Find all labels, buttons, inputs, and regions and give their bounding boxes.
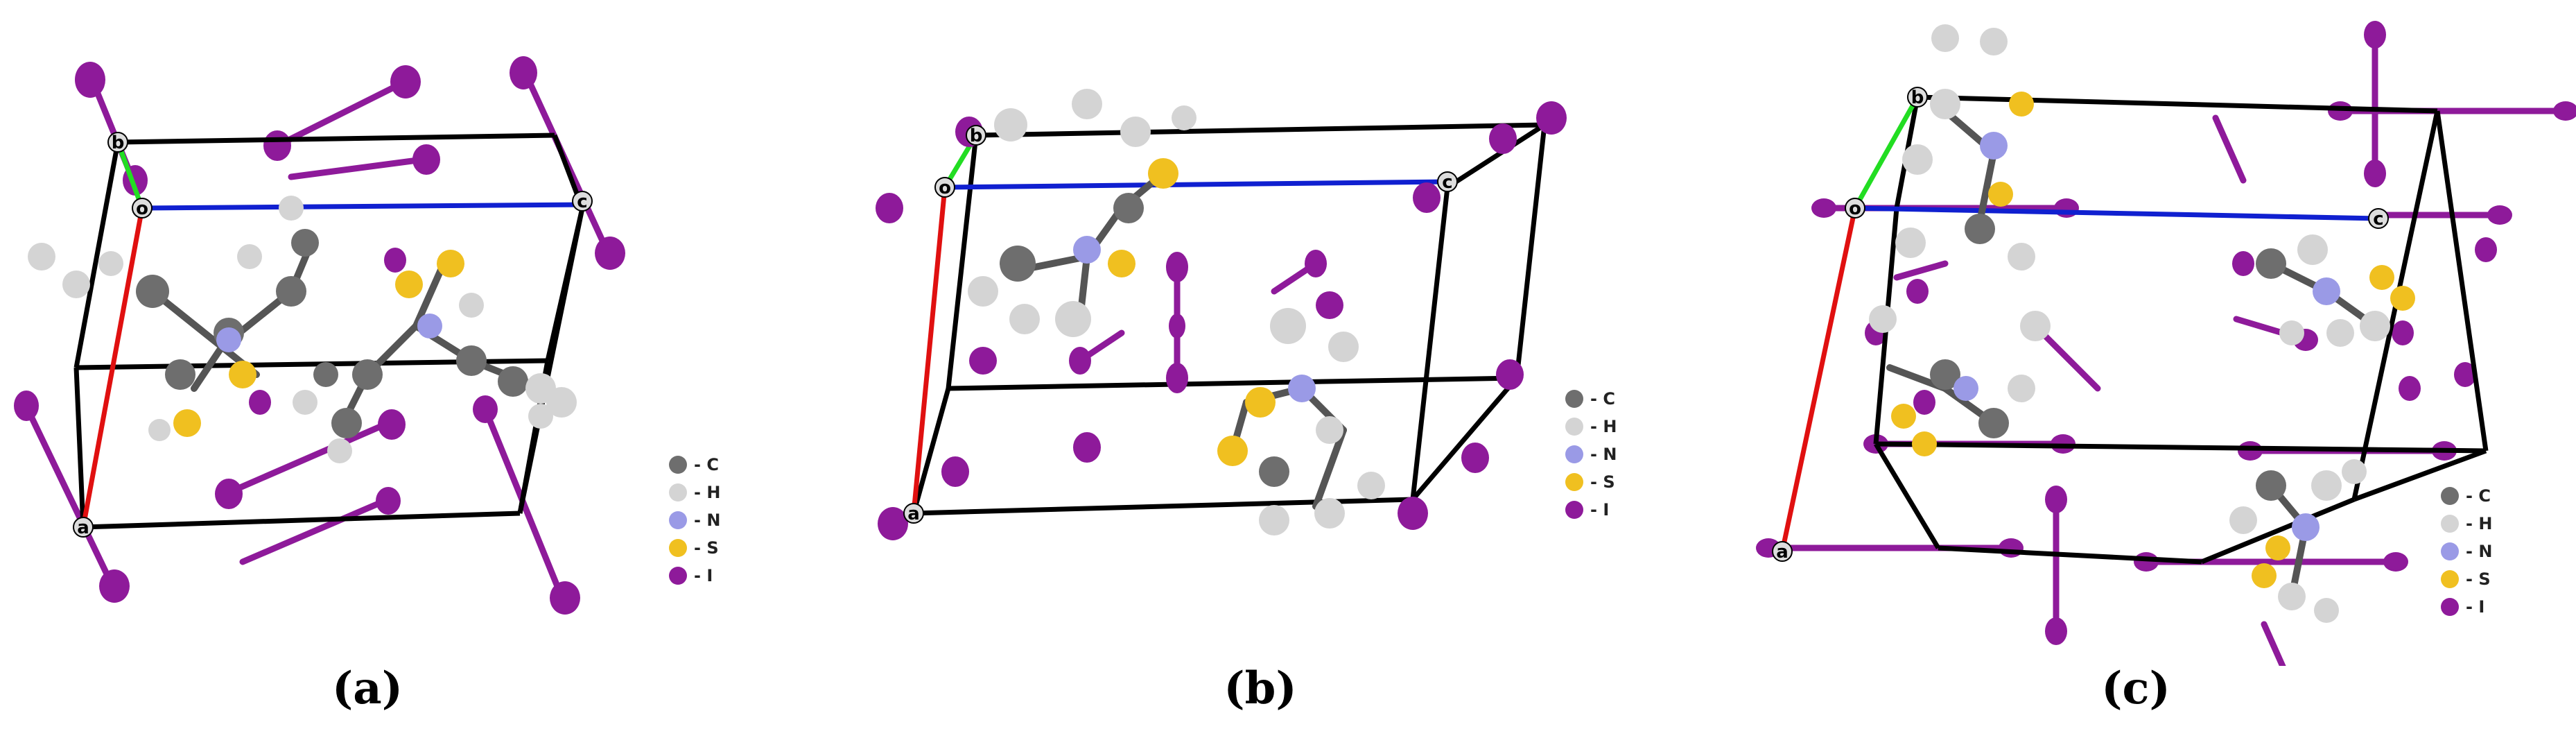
legend-label: - I: [694, 566, 713, 585]
legend-item: - N: [1565, 440, 1617, 468]
nitrogen-swatch: [2441, 542, 2459, 560]
legend-item: - S: [669, 534, 720, 562]
nitrogen-swatch: [1565, 445, 1583, 463]
c-axis-a: [141, 202, 590, 211]
legend-label: - H: [1590, 417, 1617, 436]
legend-item: - S: [1565, 468, 1617, 496]
crystal-structure-a: b o a c: [14, 56, 625, 615]
legend-label: - I: [1590, 500, 1610, 520]
a-axis-label: a: [907, 504, 920, 524]
legend-item: - S: [2441, 565, 2492, 593]
sulfur-swatch: [669, 539, 687, 557]
carbon-swatch: [2441, 487, 2459, 505]
nitrogen-swatch: [669, 511, 687, 529]
legend-label: - C: [2466, 486, 2491, 506]
a-axis-label: a: [1776, 542, 1789, 563]
b-axis-label: b: [1911, 87, 1924, 108]
molecule-atoms-a: [28, 196, 577, 463]
panel-label-c: (c): [2101, 662, 2170, 714]
axis-labels-b: b o a c: [903, 125, 1458, 524]
bonds-a: [149, 246, 544, 420]
legend-label: - S: [1590, 472, 1615, 492]
c-axis-label: c: [1442, 172, 1452, 193]
legend-label: - S: [2466, 569, 2491, 589]
legend-item: - I: [1565, 496, 1617, 524]
panel-label-a: (a): [331, 662, 403, 714]
legend-label: - H: [694, 483, 721, 502]
legend-item: - C: [669, 451, 720, 479]
legend-b: - C - H - N - S - I: [1565, 385, 1617, 524]
origin-label: o: [136, 198, 148, 219]
panel-c: b o a c - C - H - N - S - I (c): [1716, 0, 2576, 729]
b-axis-label: b: [970, 126, 983, 146]
legend-label: - N: [1590, 445, 1617, 464]
sulfur-swatch: [1565, 473, 1583, 491]
legend-label: - H: [2466, 514, 2493, 533]
a-axis-a: [80, 207, 145, 528]
legend-item: - I: [669, 562, 720, 590]
crystal-structure-c: b o a c: [1756, 21, 2576, 666]
carbon-swatch: [669, 456, 687, 474]
legend-a: - C - H - N - S - I: [669, 451, 720, 590]
origin-label: o: [939, 178, 951, 198]
crystal-structure-b: b o a c: [876, 89, 1567, 540]
legend-c: - C - H - N - S - I: [2441, 482, 2492, 621]
legend-item: - C: [1565, 385, 1617, 413]
iodine-swatch: [2441, 598, 2459, 616]
legend-item: - H: [669, 479, 720, 506]
legend-label: - C: [1590, 389, 1615, 409]
axis-labels-c: b o a c: [1772, 87, 2389, 563]
iodine-chains-a: [24, 73, 610, 600]
hydrogen-swatch: [2441, 515, 2459, 533]
hydrogen-swatch: [1565, 418, 1583, 436]
legend-item: - H: [1565, 413, 1617, 440]
legend-item: - C: [2441, 482, 2492, 510]
legend-label: - I: [2466, 597, 2485, 617]
sulfur-swatch: [2441, 570, 2459, 588]
legend-label: - C: [694, 455, 719, 474]
iodine-swatch: [669, 567, 687, 585]
axis-labels-a: b o a c: [73, 132, 593, 538]
c-axis-c: [1854, 205, 2379, 221]
iodine-swatch: [1565, 501, 1583, 519]
legend-item: - I: [2441, 593, 2492, 621]
panel-label-b: (b): [1224, 662, 1297, 714]
panel-b: b o a c - C - H - N - S - I (b): [858, 0, 1716, 729]
carbon-swatch: [1565, 390, 1583, 408]
a-axis-b: [911, 187, 948, 514]
c-axis-label: c: [577, 191, 587, 212]
b-axis-c: [1852, 96, 1920, 209]
b-axis-a: [115, 141, 145, 209]
panel-a: b o a c - C - H - N - S - I (a): [0, 0, 858, 729]
legend-label: - N: [694, 511, 721, 530]
legend-item: - N: [2441, 538, 2492, 565]
b-axis-label: b: [112, 132, 125, 153]
iodine-atoms-b: [876, 101, 1567, 540]
unit-cell-a: [73, 132, 585, 530]
a-axis-label: a: [77, 517, 89, 538]
c-axis-b: [944, 179, 1448, 190]
legend-label: - N: [2466, 542, 2493, 561]
molecule-atoms-c: [1869, 24, 2415, 623]
molecule-atoms-b: [968, 89, 1385, 535]
a-axis-c: [1779, 207, 1858, 552]
c-axis-label: c: [2373, 209, 2383, 230]
legend-label: - S: [694, 538, 719, 558]
legend-item: - N: [669, 506, 720, 534]
origin-label: o: [1849, 198, 1861, 219]
legend-item: - H: [2441, 510, 2492, 538]
hydrogen-swatch: [669, 483, 687, 501]
